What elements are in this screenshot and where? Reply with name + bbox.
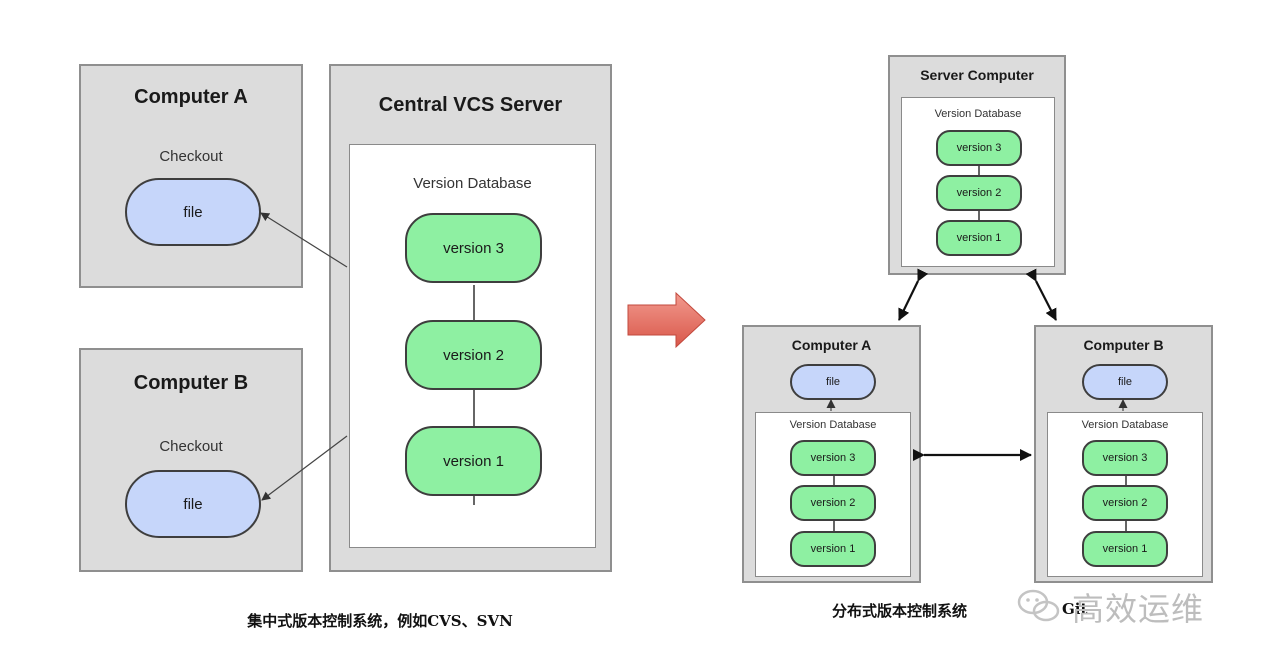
- distributed-computer-a-database: Version Database version 3 version 2 ver…: [755, 412, 911, 577]
- distributed-server-version-2: version 2: [936, 175, 1022, 211]
- watermark-logo-icon: [1017, 589, 1060, 622]
- distributed-computer-b-database: Version Database version 3 version 2 ver…: [1047, 412, 1203, 577]
- central-version-2: version 2: [405, 320, 542, 390]
- centralized-computer-a-box: Computer A Checkout file: [79, 64, 303, 288]
- distributed-computer-a-version-3: version 3: [790, 440, 876, 476]
- distributed-computer-b-version-1: version 1: [1082, 531, 1168, 567]
- centralized-caption: 集中式版本控制系统，例如CVS、SVN: [247, 612, 513, 630]
- distributed-computer-a-box: Computer A file Version Database version…: [742, 325, 921, 583]
- centralized-computer-a-title: Computer A: [134, 86, 248, 108]
- central-version-database-label: Version Database: [413, 175, 532, 192]
- centralized-computer-b-box: Computer B Checkout file: [79, 348, 303, 572]
- sync-arrow-server-a: [898, 268, 929, 321]
- distributed-computer-a-title: Computer A: [791, 337, 872, 353]
- distributed-server-version-3: version 3: [936, 130, 1022, 166]
- central-version-connector: [473, 285, 475, 505]
- distributed-computer-b-title: Computer B: [1083, 337, 1164, 353]
- checkout-arrow-a: [260, 212, 348, 268]
- central-vcs-server-title: Central VCS Server: [378, 94, 563, 116]
- checkout-arrow-b: [261, 435, 348, 501]
- watermark-text: 高效运维: [1072, 590, 1205, 628]
- distributed-computer-a-version-1: version 1: [790, 531, 876, 567]
- centralized-computer-b-file: file: [125, 470, 261, 538]
- distributed-server-version-1: version 1: [936, 220, 1022, 256]
- distributed-computer-a-file: file: [790, 364, 876, 400]
- distributed-caption-right: Git: [1062, 600, 1088, 618]
- distributed-server-database-label: Version Database: [934, 108, 1022, 120]
- centralized-computer-a-checkout-label: Checkout: [159, 148, 223, 165]
- central-vcs-server-box: Central VCS Server Version Database vers…: [329, 64, 612, 572]
- distributed-computer-b-database-label: Version Database: [1081, 419, 1169, 431]
- distributed-computer-b-file: file: [1082, 364, 1168, 400]
- centralized-computer-a-file: file: [125, 178, 261, 246]
- centralized-computer-b-checkout-label: Checkout: [159, 438, 223, 455]
- distributed-server-database: Version Database version 3 version 2 ver…: [901, 97, 1055, 267]
- distributed-computer-b-version-2: version 2: [1082, 485, 1168, 521]
- sync-arrow-server-b: [1025, 268, 1057, 321]
- central-version-database: Version Database version 3 version 2 ver…: [349, 144, 596, 548]
- distributed-caption-left: 分布式版本控制系统: [832, 602, 968, 620]
- distributed-computer-b-box: Computer B file Version Database version…: [1034, 325, 1213, 583]
- transition-arrow-icon: [627, 291, 706, 349]
- central-version-1: version 1: [405, 426, 542, 496]
- watermark: 高效运维: [1016, 580, 1256, 630]
- centralized-computer-b-title: Computer B: [133, 372, 249, 394]
- distributed-computer-a-version-2: version 2: [790, 485, 876, 521]
- distributed-server-box: Server Computer Version Database version…: [888, 55, 1066, 275]
- distributed-server-title: Server Computer: [920, 67, 1034, 83]
- distributed-computer-a-database-label: Version Database: [789, 419, 877, 431]
- distributed-computer-b-version-3: version 3: [1082, 440, 1168, 476]
- central-version-3: version 3: [405, 213, 542, 283]
